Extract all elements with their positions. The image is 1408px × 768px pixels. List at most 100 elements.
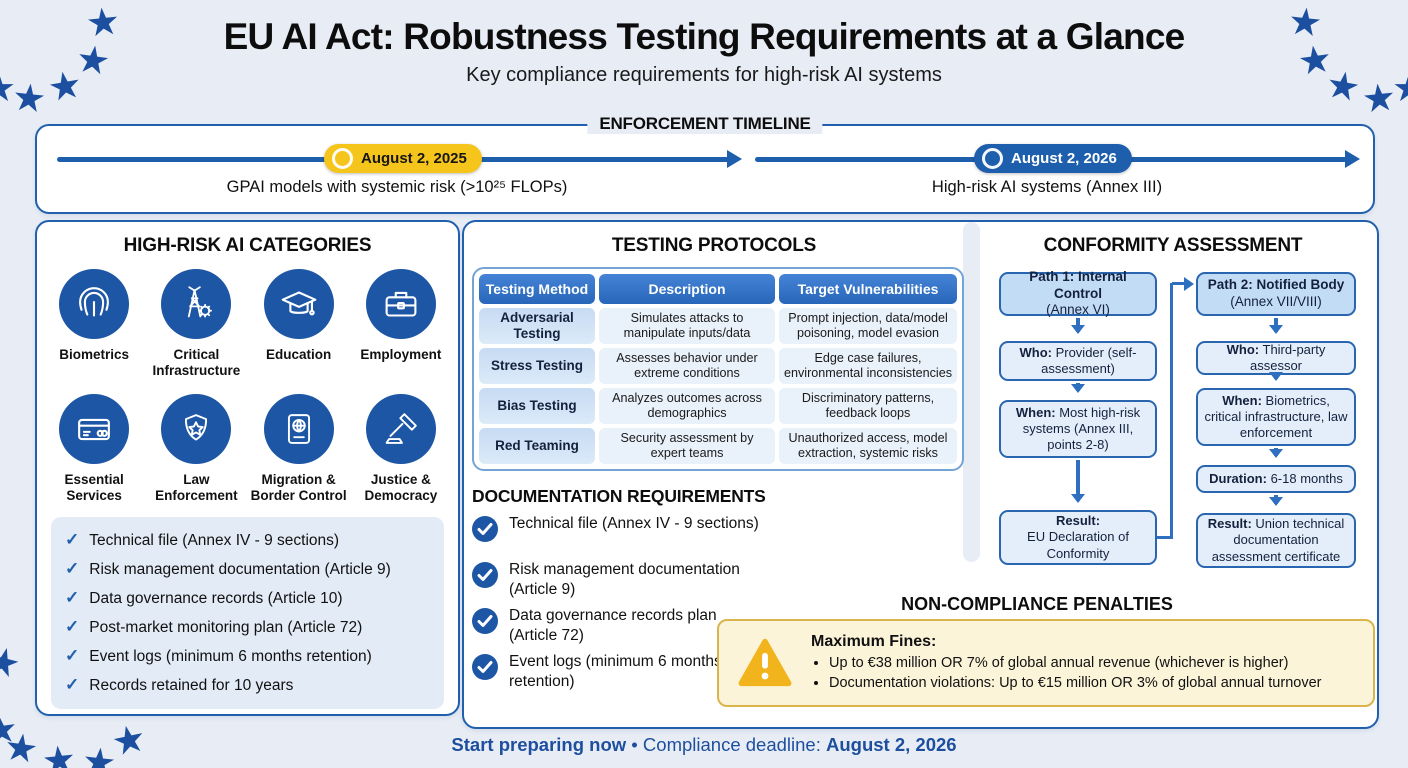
milestone-2026: August 2, 2026: [974, 144, 1132, 173]
footer-mid: • Compliance deadline:: [626, 734, 826, 755]
table-header-description: Description: [599, 274, 775, 304]
milestone-description: GPAI models with systemic risk (>10²⁵ FL…: [226, 178, 568, 196]
footer-lead: Start preparing now: [451, 734, 627, 755]
arrow-right-icon: [1345, 150, 1360, 168]
documentation-item: Risk management documentation (Article 9…: [472, 560, 761, 600]
table-cell-method: Adversarial Testing: [479, 308, 595, 344]
milestone-description: High-risk AI systems (Annex III): [931, 178, 1163, 196]
table-cell-description: Analyzes outcomes across demographics: [599, 388, 775, 424]
category-label: Education: [265, 347, 332, 362]
page-title: EU AI Act: Robustness Testing Requiremen…: [223, 16, 1186, 57]
documentation-item: Event logs (minimum 6 months retention): [472, 652, 761, 692]
table-cell-vulnerabilities: Edge case failures, environmental incons…: [779, 348, 957, 384]
category-biometrics: Biometrics: [43, 269, 145, 378]
path2-duration-box: Duration: 6-18 months: [1196, 465, 1356, 493]
connector-line: [1170, 283, 1173, 539]
arrow-down-icon: [1269, 318, 1283, 334]
path2-header-box: Path 2: Notified Body(Annex VII/VIII): [1196, 272, 1356, 316]
path2-who-box: Who: Third-party assessor: [1196, 341, 1356, 375]
testing-protocols-table: Testing Method Description Target Vulner…: [472, 267, 964, 471]
warning-triangle-icon: [719, 638, 811, 688]
testing-protocols-title: TESTING PROTOCOLS: [611, 235, 817, 256]
arrow-down-icon: [1071, 383, 1085, 393]
category-label: Justice & Democracy: [364, 472, 438, 503]
table-cell-description: Assesses behavior under extreme conditio…: [599, 348, 775, 384]
milestone-date: August 2, 2025: [361, 150, 467, 167]
category-migration-border-control: Migration & Border Control: [248, 394, 350, 503]
milestone-2025: August 2, 2025: [324, 144, 482, 173]
categories-grid: Biometrics Critical Infrastructure: [37, 257, 458, 503]
main-content-panel: TESTING PROTOCOLS Testing Method Descrip…: [462, 220, 1379, 729]
milestone-ring-icon: [332, 148, 353, 169]
conformity-assessment: CONFORMITY ASSESSMENT Path 1: Internal C…: [977, 222, 1377, 725]
penalties-title: NON-COMPLIANCE PENALTIES: [901, 594, 1173, 614]
arrow-down-icon: [1071, 460, 1085, 503]
table-cell-method: Stress Testing: [479, 348, 595, 384]
arrow-right-icon: [1184, 276, 1201, 291]
category-label: Biometrics: [59, 347, 130, 362]
path1-header-box: Path 1: Internal Control(Annex VI): [999, 269, 1157, 317]
eu-star-icon: ★: [0, 638, 25, 688]
categories-title: HIGH-RISK AI CATEGORIES: [123, 235, 372, 256]
check-icon: ✓: [65, 675, 80, 695]
gavel-icon: [365, 394, 436, 465]
passport-icon: [263, 394, 334, 465]
check-icon: ✓: [65, 530, 80, 550]
check-circle-icon: [472, 516, 498, 542]
penalties-text: Maximum Fines: Up to €38 million OR 7% o…: [811, 633, 1321, 694]
table-cell-method: Red Teaming: [479, 428, 595, 464]
penalty-bullet: Up to €38 million OR 7% of global annual…: [829, 653, 1321, 673]
table-header-vulnerabilities: Target Vulnerabilities: [779, 274, 957, 304]
penalties-box: Maximum Fines: Up to €38 million OR 7% o…: [717, 619, 1375, 707]
documentation-item: Data governance records plan (Article 72…: [472, 606, 761, 646]
category-label: Law Enforcement: [155, 472, 238, 503]
documentation-item: Technical file (Annex IV - 9 sections): [472, 514, 761, 542]
check-circle-icon: [472, 562, 498, 588]
fingerprint-icon: [59, 269, 130, 339]
arrow-down-icon: [1269, 448, 1283, 458]
table-cell-vulnerabilities: Unauthorized access, model extraction, s…: [779, 428, 957, 464]
check-circle-icon: [472, 654, 498, 680]
milestone-ring-icon: [982, 148, 1003, 169]
checklist-item: ✓Technical file (Annex IV - 9 sections): [65, 526, 430, 555]
checklist-item: ✓Risk management documentation (Article …: [65, 555, 430, 584]
enforcement-timeline-panel: ENFORCEMENT TIMELINE August 2, 2025 Augu…: [35, 114, 1375, 214]
category-label: Migration & Border Control: [250, 472, 347, 503]
connector-line: [1157, 536, 1173, 539]
category-label: Employment: [360, 347, 442, 362]
high-risk-categories-panel: HIGH-RISK AI CATEGORIES Biometrics: [35, 220, 460, 716]
arrow-down-icon: [1269, 372, 1283, 381]
briefcase-icon: [365, 269, 436, 339]
check-icon: ✓: [65, 646, 80, 666]
eu-star-icon: ★: [1392, 70, 1408, 108]
police-badge-icon: [161, 394, 232, 465]
category-essential-services: Essential Services: [43, 394, 145, 503]
category-label: Critical Infrastructure: [152, 347, 241, 378]
category-critical-infrastructure: Critical Infrastructure: [145, 269, 247, 378]
arrow-down-icon: [1071, 318, 1085, 334]
table-cell-description: Security assessment by expert teams: [599, 428, 775, 464]
penalties-heading: Maximum Fines:: [811, 632, 937, 650]
column-divider: [963, 222, 980, 562]
check-icon: ✓: [65, 588, 80, 608]
category-law-enforcement: Law Enforcement: [145, 394, 247, 503]
category-education: Education: [248, 269, 350, 378]
path1-when-box: When: Most high-risk systems (Annex III,…: [999, 400, 1157, 458]
page-subtitle: Key compliance requirements for high-ris…: [466, 64, 942, 86]
timeline-title: ENFORCEMENT TIMELINE: [587, 114, 823, 134]
category-label: Essential Services: [64, 472, 124, 503]
arrow-down-icon: [1269, 495, 1283, 506]
path1-who-box: Who: Provider (self-assessment): [999, 341, 1157, 381]
path2-when-box: When: Biometrics, critical infrastructur…: [1196, 388, 1356, 446]
check-icon: ✓: [65, 617, 80, 637]
graduation-cap-icon: [263, 269, 334, 339]
conformity-title: CONFORMITY ASSESSMENT: [1043, 235, 1303, 256]
eu-star-icon: ★: [0, 70, 16, 108]
check-icon: ✓: [65, 559, 80, 579]
header: EU AI Act: Robustness Testing Requiremen…: [0, 16, 1408, 87]
category-employment: Employment: [350, 269, 452, 378]
checklist-item: ✓Records retained for 10 years: [65, 671, 430, 700]
table-cell-vulnerabilities: Discriminatory patterns, feedback loops: [779, 388, 957, 424]
credit-card-icon: [59, 394, 130, 465]
check-circle-icon: [472, 608, 498, 634]
